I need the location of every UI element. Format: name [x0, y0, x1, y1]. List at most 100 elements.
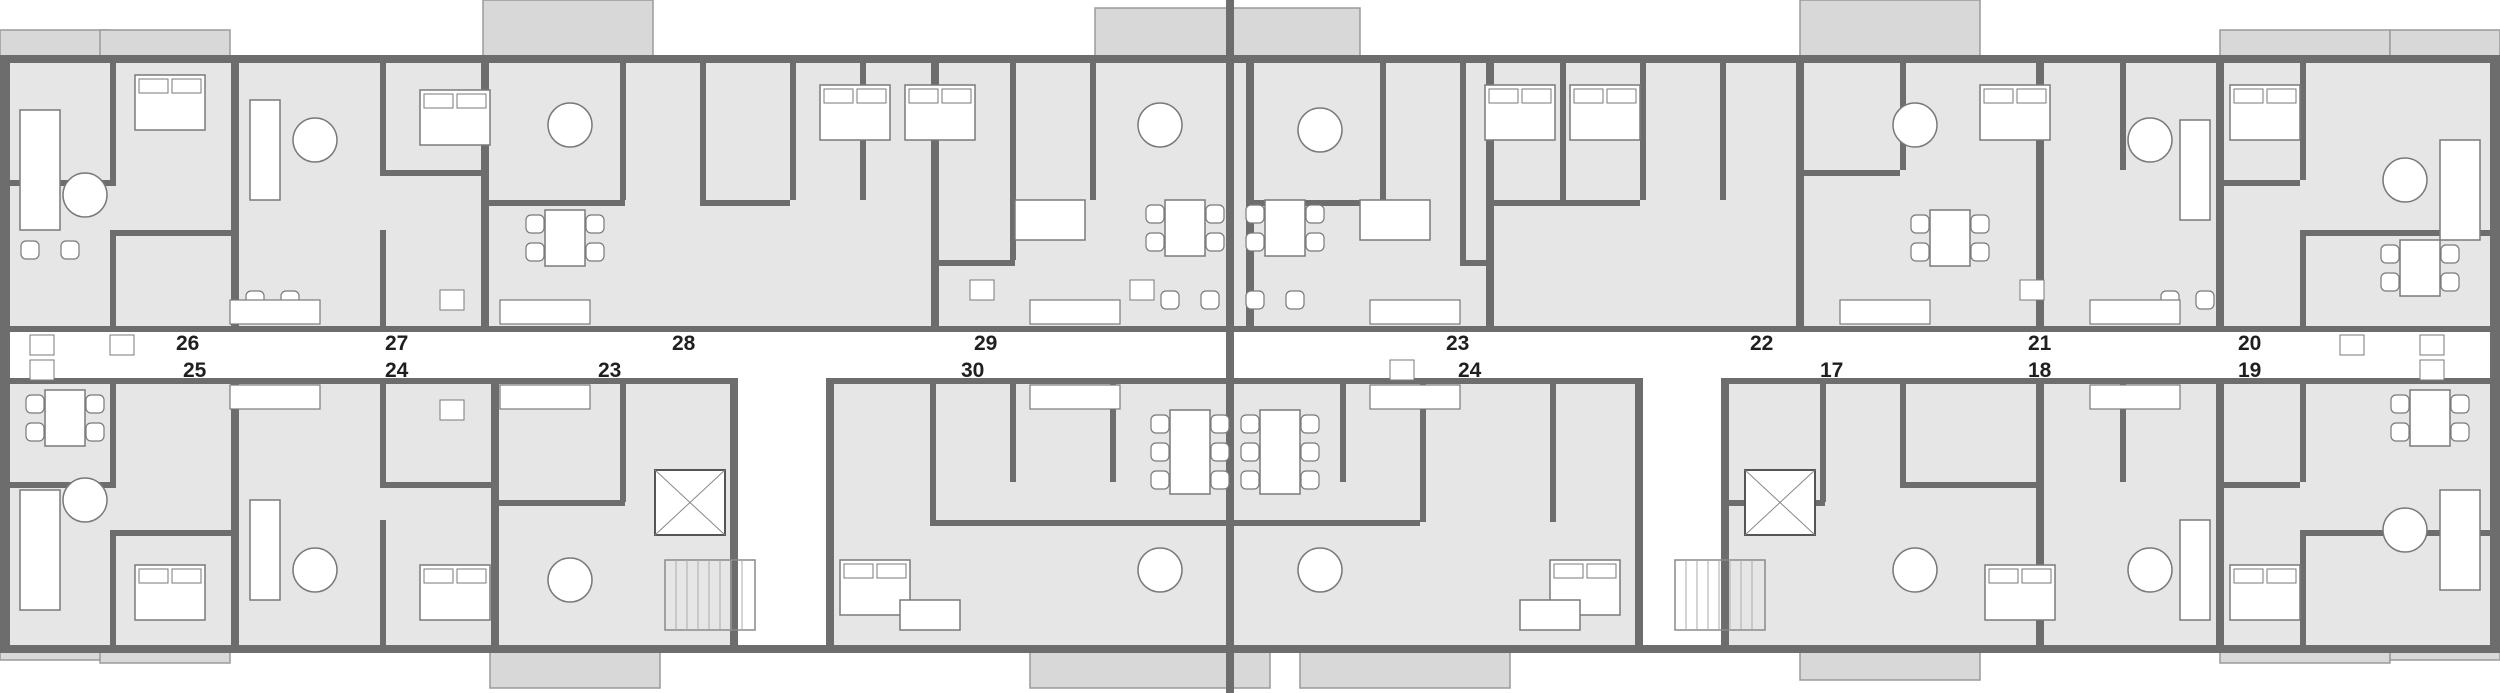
chair: [1300, 470, 1320, 490]
wall: [830, 378, 1640, 384]
sanitary-fixture: [969, 279, 995, 301]
unit-number-26: 26: [176, 332, 199, 355]
wall: [481, 60, 489, 328]
chair: [525, 242, 545, 262]
wall: [2300, 530, 2306, 645]
wall: [1796, 60, 1804, 328]
wall: [931, 60, 939, 328]
wall: [730, 378, 738, 653]
balcony: [1299, 647, 1511, 689]
kitchen-counter: [1029, 299, 1121, 325]
sofa: [249, 499, 281, 601]
wall: [1560, 60, 1566, 200]
chair: [1200, 290, 1220, 310]
wall: [10, 180, 116, 186]
sofa: [19, 109, 61, 231]
sofa: [2439, 489, 2481, 591]
pillow: [1521, 88, 1552, 104]
round-table: [1137, 102, 1183, 148]
chair: [1150, 414, 1170, 434]
round-table: [62, 477, 108, 523]
chair: [1245, 290, 1265, 310]
pillow: [1573, 88, 1604, 104]
wall: [1720, 60, 1726, 200]
sofa: [19, 489, 61, 611]
wall: [10, 378, 735, 384]
wall: [2300, 382, 2306, 482]
wall: [110, 60, 116, 180]
chair: [2390, 394, 2410, 414]
kitchen-counter: [229, 384, 321, 410]
wall: [1226, 0, 1234, 693]
unit-number-30: 30: [961, 359, 984, 382]
dining-table: [1259, 409, 1301, 495]
sanitary-fixture: [1129, 279, 1155, 301]
wall: [700, 60, 706, 200]
pillow: [843, 563, 874, 579]
balcony: [1799, 0, 1981, 61]
chair: [25, 394, 45, 414]
wall: [2300, 60, 2306, 180]
corridor-floor: [10, 330, 2490, 380]
unit-number-20: 20: [2238, 332, 2261, 355]
wall: [826, 378, 834, 653]
kitchen-counter: [1029, 384, 1121, 410]
sofa: [1519, 599, 1581, 631]
chair: [1910, 242, 1930, 262]
pillow: [1488, 88, 1519, 104]
staircase: [1674, 559, 1766, 631]
wall: [485, 200, 625, 206]
round-table: [547, 557, 593, 603]
wall: [2220, 180, 2300, 186]
round-table: [1297, 547, 1343, 593]
chair: [2380, 272, 2400, 292]
pillow: [2016, 88, 2047, 104]
chair: [2390, 422, 2410, 442]
sanitary-fixture: [439, 289, 465, 311]
wall: [10, 482, 116, 488]
chair: [1285, 290, 1305, 310]
wall: [0, 55, 2500, 63]
unit-number-18: 18: [2028, 359, 2052, 382]
unit-number-24-lower: 24: [1458, 359, 1482, 382]
kitchen-counter: [499, 384, 591, 410]
dining-table: [1929, 209, 1971, 267]
chair: [2380, 244, 2400, 264]
stair-void: [735, 380, 830, 650]
wall: [935, 260, 1015, 266]
dining-table: [2409, 389, 2451, 447]
sofa: [1359, 199, 1431, 241]
sanitary-fixture: [1389, 359, 1415, 381]
wall: [110, 230, 116, 326]
kitchen-counter: [1369, 299, 1461, 325]
pillow: [423, 93, 454, 109]
wall: [1490, 200, 1640, 206]
chair: [60, 240, 80, 260]
pillow: [908, 88, 939, 104]
chair: [1210, 470, 1230, 490]
wall: [620, 382, 626, 502]
chair: [1240, 414, 1260, 434]
pillow: [1988, 568, 2019, 584]
wall: [1721, 378, 1729, 653]
wall: [1250, 200, 1385, 206]
wall: [2036, 382, 2044, 647]
chair: [1305, 232, 1325, 252]
chair: [1240, 442, 1260, 462]
apartment-rooms: [10, 60, 2490, 650]
round-table: [1892, 547, 1938, 593]
round-table: [2127, 117, 2173, 163]
sanitary-fixture: [2419, 359, 2445, 381]
staircase: [664, 559, 756, 631]
unit-number-19: 19: [2238, 359, 2261, 382]
elevator-cross: [1744, 469, 1816, 536]
round-table: [292, 547, 338, 593]
wall: [380, 382, 386, 482]
chair: [1150, 470, 1170, 490]
wall: [231, 60, 239, 328]
kitchen-counter: [229, 299, 321, 325]
wall: [2120, 60, 2126, 170]
wall: [10, 326, 2490, 332]
wall: [1820, 382, 1826, 502]
wall: [2300, 230, 2306, 326]
